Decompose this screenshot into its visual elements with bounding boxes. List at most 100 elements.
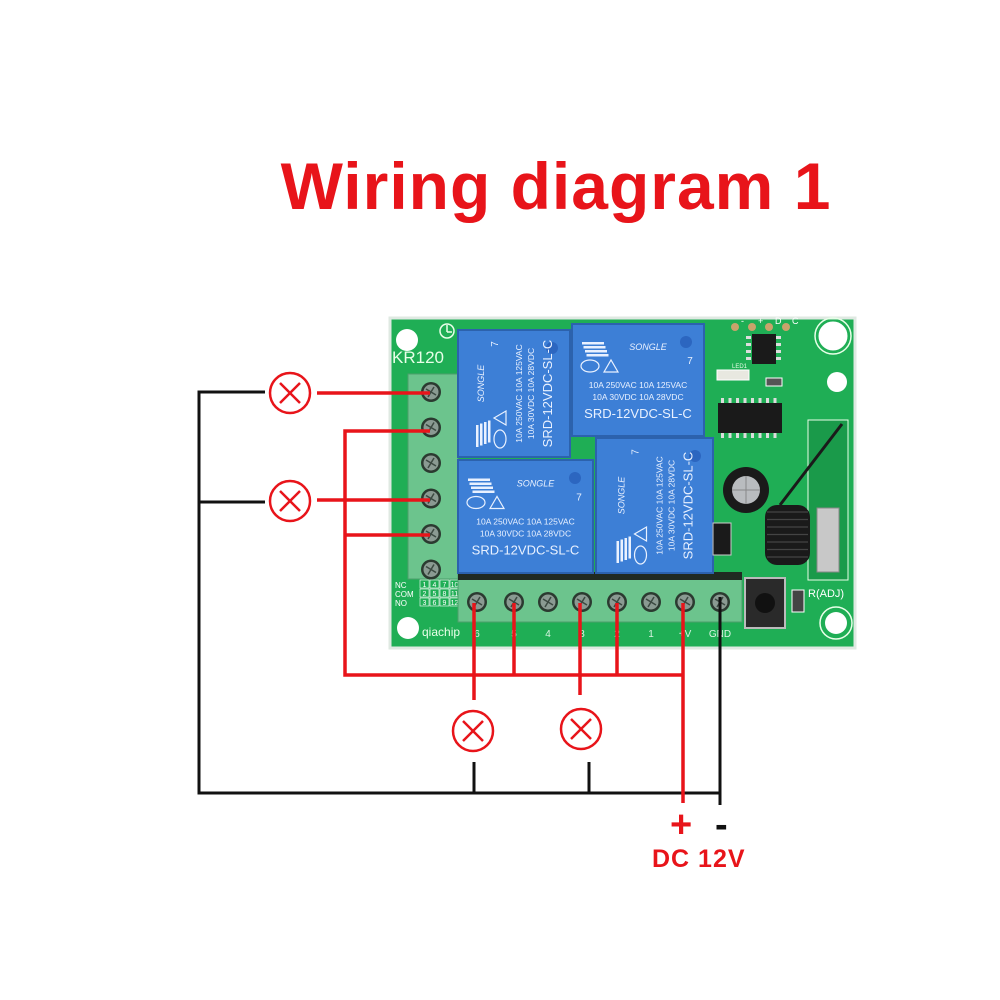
terminal-label: 3 [579,629,585,640]
pin-number: 4 [433,582,437,589]
terminal-label: 4 [545,629,551,640]
ground-symbol-icon [439,323,455,339]
bottom-terminal-screw [538,592,558,612]
relay-text: SONGLE [617,476,627,515]
relay-text: 10A 250VAC 10A 125VAC [514,344,524,442]
connector-pad [731,323,739,331]
mount-hole [827,372,847,392]
relay-text: 7 [490,341,501,347]
relay-text: 10A 250VAC 10A 125VAC [589,380,687,390]
songle-logo-icon [624,538,627,560]
connector-pad [765,323,773,331]
positive-terminal-symbol: + [670,804,693,846]
relay-text: 10A 30VDC 10A 28VDC [480,529,571,539]
relay-3: SONGLE 7 10A 250VAC 10A 125VAC 10A 30VDC 10… [457,459,594,574]
power-supply-label: DC 12V [652,845,746,873]
lamp-icon [268,371,312,415]
pin-number: 8 [443,591,447,598]
songle-logo-icon [484,422,487,444]
songle-logo-icon [616,541,619,563]
relay-text: 10A 30VDC 10A 28VDC [592,392,683,402]
connector-pin-label: - [741,316,744,326]
pin-number: 6 [433,600,437,607]
songle-logo-icon [472,490,495,493]
cqc-mark-icon [493,429,507,449]
black-wire-main [197,390,722,795]
bottom-terminal-screw [467,592,487,612]
relay-text: SRD-12VDC-SL-C [681,452,696,560]
mount-hole [825,612,847,634]
relay-text: 7 [631,449,642,455]
board-model-label: KR120 [392,348,444,367]
songle-logo-icon [468,478,490,481]
antenna-coil [765,423,844,565]
mount-hole-ring [814,317,852,355]
bottom-terminal-block [457,577,743,623]
terminal-label: +V [679,629,692,640]
songle-logo-icon [628,536,631,559]
learn-button[interactable] [744,577,786,629]
relay-text: 10A 250VAC 10A 125VAC [476,517,574,527]
cqc-mark-icon [633,545,648,565]
pin-number: 9 [443,600,447,607]
relay-text: SRD-12VDC-SL-C [472,543,580,558]
svg-text:NC: NC [395,581,407,590]
bottom-terminal-screw [607,592,627,612]
negative-terminal-symbol: - [715,804,728,846]
songle-logo-icon [469,482,492,485]
warning-triangle-icon [602,358,620,373]
mount-hole [396,329,418,351]
relay-text: 10A 30VDC 10A 28VDC [526,348,536,439]
terminal-label: 1 [648,629,654,640]
left-terminal-screw [421,559,441,580]
ic-chip-small [752,334,776,364]
led-indicator [716,369,750,381]
bottom-terminal-screw [675,592,695,612]
lamp-icon [559,707,603,751]
warning-triangle-icon [488,495,506,510]
brand-label: qiachip [422,625,460,639]
mount-hole [397,617,419,639]
relay-text: SONGLE [476,364,486,403]
left-terminal-screw [421,488,441,509]
pin-number: 5 [433,591,437,598]
bottom-terminal-screw [572,592,592,612]
songle-logo-icon [488,420,491,443]
songle-logo-icon [583,346,606,349]
cqc-mark-icon [466,495,486,510]
bottom-terminal-screw [641,592,661,612]
red-wires [317,391,685,803]
left-terminal-screw [421,382,441,402]
warning-triangle-icon [633,525,648,543]
songle-logo-icon [582,342,604,345]
relay-text: 10A 250VAC 10A 125VAC [655,456,665,554]
pin-number: 12 [451,600,459,607]
black-wires [197,390,722,805]
ic-chip-decoder [718,403,782,433]
adj-resistor [791,589,805,613]
songle-logo-icon [585,350,607,353]
lamp-icon [451,709,495,753]
songle-logo-icon [471,486,493,489]
relay-text: 7 [576,493,582,504]
diode [712,522,732,556]
svg-text:COM: COM [395,590,414,599]
relay-text: 10A 30VDC 10A 28VDC [667,460,677,551]
pin-number: 3 [423,600,427,607]
connector-pin-label: + [758,316,763,326]
pin-number: 10 [451,582,459,589]
relay-text: SRD-12VDC-SL-C [584,406,692,421]
relay-text: 7 [687,356,693,367]
terminal-label: 6 [474,629,480,640]
songle-logo-icon [476,425,479,447]
mount-hole-ring [819,606,853,640]
resistor [765,377,783,387]
pin-number: 1 [423,582,427,589]
svg-text:NO: NO [395,599,407,608]
relay-text: SONGLE [517,479,556,489]
